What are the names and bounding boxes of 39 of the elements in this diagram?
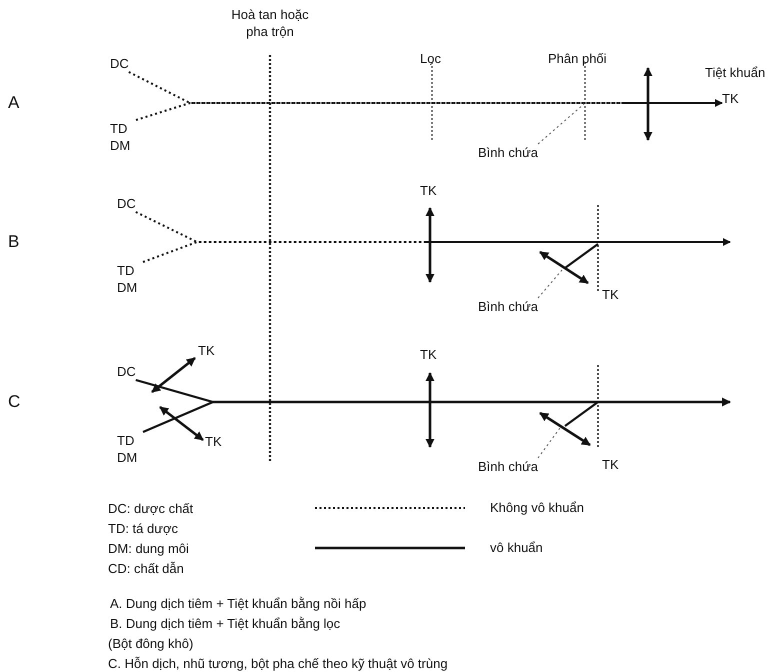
legend-text: vô khuẩn [490,539,543,556]
input-label: TD DM [110,120,132,154]
flow-arrow [136,99,723,121]
stage-heading: Hoà tan hoặc pha trộn [230,6,310,40]
sterilization-label: TK [420,182,437,199]
sterilization-label: TK [420,346,437,363]
abbreviation-text: TD: tá dược [108,520,178,537]
container-label: Bình chứa [478,458,538,475]
legend-text: Không vô khuẩn [490,499,584,516]
step-label: Tiệt khuẩn [705,64,766,81]
sterilization-label: TK [198,342,215,359]
sterilization-label: TK [602,286,619,303]
input-label: DC [110,55,129,72]
abbreviation-text: DC: dược chất [108,500,194,517]
note-text: C. Hỗn dịch, nhũ tương, bột pha chế theo kỹ thuật vô trùng [108,655,448,672]
container-label: Bình chứa [478,298,538,315]
note-text: (Bột đông khô) [108,635,194,652]
input-label: TD DM [117,432,138,466]
stage-heading: Phân phối [548,50,607,67]
abbreviation-text: DM: dung môi [108,540,189,557]
leader-line [538,428,560,458]
output-label: TK [722,90,739,107]
row-letter: C [8,393,20,410]
sterilization-label: TK [602,456,619,473]
input-label: TD DM [117,262,138,296]
input-label: DC [117,363,136,380]
sterilization-label: TK [205,433,222,450]
row-letter: B [8,233,20,250]
note-text: B. Dung dịch tiêm + Tiệt khuẩn bằng lọc [110,615,340,632]
stage-heading: Lọc [420,50,441,67]
container-label: Bình chứa [478,144,538,161]
leader-line [538,270,562,298]
input-label: DC [117,195,136,212]
leader-line [538,104,584,144]
row-letter: A [8,94,20,111]
abbreviation-text: CD: chất dẫn [108,560,184,577]
note-text: A. Dung dịch tiêm + Tiệt khuẩn bằng nồi hấp [110,595,366,612]
flow-arrow [142,238,731,263]
flow-arrow [142,398,731,434]
